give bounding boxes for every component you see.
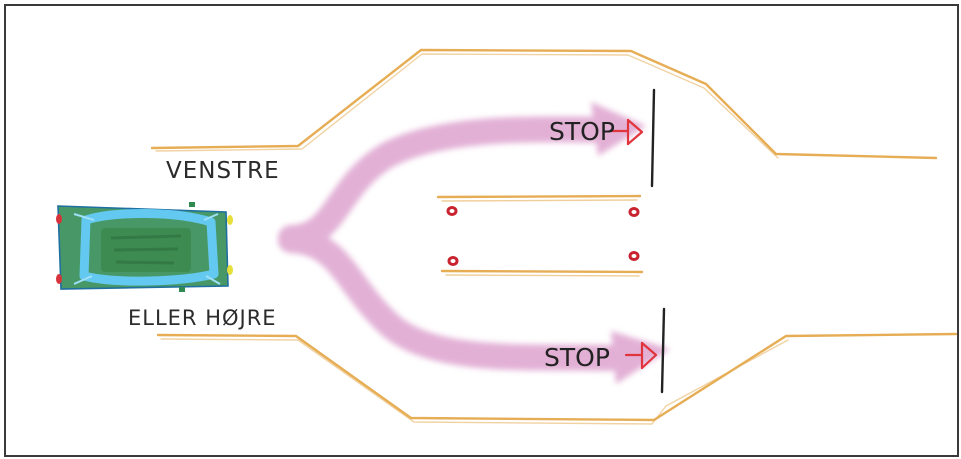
right-turn-label: ELLER HØJRE xyxy=(128,306,277,330)
median-markers xyxy=(446,206,640,266)
traffic-signal-icon xyxy=(624,341,658,370)
route-arrow-right-head xyxy=(611,331,670,384)
marker-dot xyxy=(628,207,640,217)
marker-dot xyxy=(628,251,640,261)
route-arrow-left-head xyxy=(591,102,646,156)
stop-line-bottom xyxy=(660,307,666,394)
car-topview-icon xyxy=(56,202,233,292)
road-edge-bottom-left xyxy=(156,332,957,422)
median-top-edge-shadow xyxy=(441,199,638,202)
traffic-signal-icon xyxy=(610,118,644,146)
route-arrows xyxy=(278,102,670,384)
stop-lines xyxy=(650,88,666,394)
marker-dot xyxy=(447,256,459,266)
road-edge-top-left xyxy=(150,48,938,160)
median-top-edge xyxy=(436,194,642,199)
median-bottom-edge xyxy=(440,269,644,274)
road-edges xyxy=(150,48,957,425)
left-turn-label: VENSTRE xyxy=(166,158,280,184)
stop-line-top xyxy=(650,88,656,188)
sketch-drawing xyxy=(56,48,957,425)
road-edge-bottom-left-shadow xyxy=(160,338,789,425)
stop-label-top: STOP xyxy=(549,117,615,146)
road-edge-top-left-shadow xyxy=(155,53,779,159)
sketch-canvas: VENSTRE ELLER HØJRE STOP STOP xyxy=(4,4,959,457)
marker-dot xyxy=(446,206,458,216)
traffic-signals xyxy=(610,118,658,370)
route-arrow-left xyxy=(278,116,617,251)
stop-label-bottom: STOP xyxy=(544,343,610,372)
route-arrow-right xyxy=(278,227,624,371)
median-bottom-edge-shadow xyxy=(445,274,640,277)
